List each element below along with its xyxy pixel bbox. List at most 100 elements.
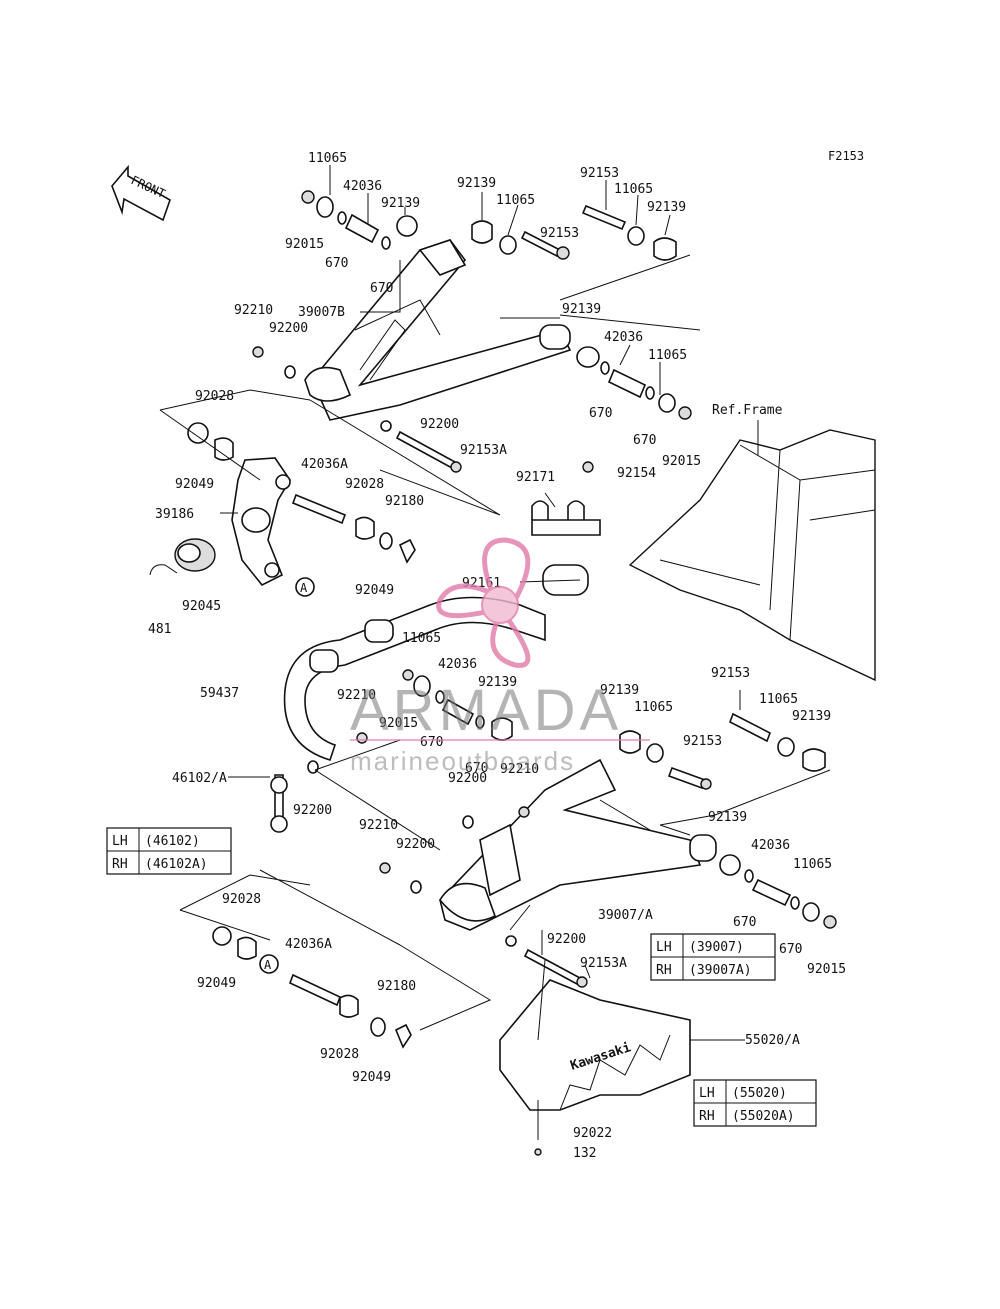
label-92028: 92028 bbox=[222, 892, 261, 907]
label-92171: 92171 bbox=[516, 470, 555, 485]
upper-rear-pivot-parts bbox=[252, 346, 692, 473]
label-92210: 92210 bbox=[234, 303, 273, 318]
table-cell-part: (46102A) bbox=[145, 857, 208, 872]
label-92139: 92139 bbox=[381, 196, 420, 211]
marker-a-2: A bbox=[264, 958, 272, 972]
label-92153: 92153 bbox=[540, 226, 579, 241]
lower-rear-pivot-parts bbox=[379, 854, 837, 988]
label-11065: 11065 bbox=[793, 857, 832, 872]
table-cell-side: RH bbox=[699, 1109, 715, 1124]
table-39007: LH (39007) RH (39007A) bbox=[650, 933, 776, 981]
label-92210: 92210 bbox=[337, 688, 376, 703]
label-670: 670 bbox=[633, 433, 656, 448]
table-cell-part: (55020) bbox=[732, 1086, 787, 1101]
label-11065: 11065 bbox=[496, 193, 535, 208]
label-92028: 92028 bbox=[345, 477, 384, 492]
marker-a-circle-1 bbox=[295, 577, 315, 597]
stabilizer-bar bbox=[283, 596, 546, 761]
label-92153: 92153 bbox=[580, 166, 619, 181]
label-92049: 92049 bbox=[175, 477, 214, 492]
watermark: ARMADA marineoutboards bbox=[350, 537, 650, 776]
figure-code: F2153 bbox=[828, 149, 864, 163]
label-92200: 92200 bbox=[420, 417, 459, 432]
label-92200: 92200 bbox=[396, 837, 435, 852]
watermark-subtitle: marineoutboards bbox=[350, 746, 575, 776]
label-92200: 92200 bbox=[547, 932, 586, 947]
label-92049: 92049 bbox=[352, 1070, 391, 1085]
lower-a-arm bbox=[439, 758, 717, 931]
label-92210: 92210 bbox=[500, 762, 539, 777]
label-92200: 92200 bbox=[269, 321, 308, 336]
table-cell-part: (39007A) bbox=[689, 963, 752, 978]
label-481: 481 bbox=[148, 622, 171, 637]
label-42036: 42036 bbox=[343, 179, 382, 194]
label-92153a: 92153A bbox=[580, 956, 627, 971]
propeller-logo-icon bbox=[436, 537, 531, 668]
label-39186: 39186 bbox=[155, 507, 194, 522]
steering-knuckle bbox=[149, 422, 416, 587]
label-92200: 92200 bbox=[293, 803, 332, 818]
label-92210: 92210 bbox=[359, 818, 398, 833]
label-55020a: 55020/A bbox=[745, 1033, 800, 1048]
marker-a-circle-2 bbox=[259, 954, 279, 974]
label-92180: 92180 bbox=[377, 979, 416, 994]
label-46102a: 46102/A bbox=[172, 771, 227, 786]
label-39007a: 39007/A bbox=[598, 908, 653, 923]
part-labels: 11065 42036 92139 92139 11065 92153 1106… bbox=[148, 151, 846, 1161]
label-92139: 92139 bbox=[562, 302, 601, 317]
label-670: 670 bbox=[420, 735, 443, 750]
label-670: 670 bbox=[589, 406, 612, 421]
front-arrow-icon: FRONT bbox=[111, 164, 171, 222]
label-42036: 42036 bbox=[604, 330, 643, 345]
label-42036: 42036 bbox=[438, 657, 477, 672]
label-39007b: 39007B bbox=[298, 305, 345, 320]
label-92045: 92045 bbox=[182, 599, 221, 614]
label-670: 670 bbox=[465, 761, 488, 776]
label-42036: 42036 bbox=[751, 838, 790, 853]
table-cell-part: (55020A) bbox=[732, 1109, 795, 1124]
label-92049: 92049 bbox=[355, 583, 394, 598]
label-92015: 92015 bbox=[379, 716, 418, 731]
label-132: 132 bbox=[573, 1146, 596, 1161]
table-cell-side: LH bbox=[112, 834, 128, 849]
label-670: 670 bbox=[325, 256, 348, 271]
upper-a-arm bbox=[304, 239, 572, 421]
table-cell-part: (46102) bbox=[145, 834, 200, 849]
label-670: 670 bbox=[779, 942, 802, 957]
label-11065: 11065 bbox=[308, 151, 347, 166]
label-11065: 11065 bbox=[648, 348, 687, 363]
label-92028: 92028 bbox=[195, 389, 234, 404]
label-92015: 92015 bbox=[285, 237, 324, 252]
label-11065: 11065 bbox=[402, 631, 441, 646]
label-670: 670 bbox=[733, 915, 756, 930]
label-92139: 92139 bbox=[647, 200, 686, 215]
ref-frame-label: Ref.Frame bbox=[712, 403, 783, 418]
label-92028: 92028 bbox=[320, 1047, 359, 1062]
label-11065: 11065 bbox=[614, 182, 653, 197]
lower-front-pivot-parts bbox=[356, 669, 826, 829]
label-92153: 92153 bbox=[711, 666, 750, 681]
label-92153: 92153 bbox=[683, 734, 722, 749]
label-11065: 11065 bbox=[759, 692, 798, 707]
label-670: 670 bbox=[370, 281, 393, 296]
table-cell-part: (39007) bbox=[689, 940, 744, 955]
lower-knuckle-parts bbox=[212, 926, 412, 1049]
label-92200: 92200 bbox=[448, 771, 487, 786]
table-cell-side: LH bbox=[656, 940, 672, 955]
watermark-title: ARMADA bbox=[350, 678, 622, 743]
table-55020: LH (55020) RH (55020A) bbox=[693, 1079, 817, 1127]
leader-lines bbox=[159, 165, 831, 1140]
label-92015: 92015 bbox=[807, 962, 846, 977]
tie-rod-46102 bbox=[270, 760, 319, 833]
marker-a-1: A bbox=[300, 581, 308, 595]
label-92049: 92049 bbox=[197, 976, 236, 991]
label-11065: 11065 bbox=[634, 700, 673, 715]
label-92139: 92139 bbox=[457, 176, 496, 191]
table-46102: LH (46102) RH (46102A) bbox=[106, 827, 232, 875]
label-92015: 92015 bbox=[662, 454, 701, 469]
label-92154: 92154 bbox=[617, 466, 656, 481]
ref-frame bbox=[628, 429, 876, 682]
label-42036a: 42036A bbox=[301, 457, 348, 472]
